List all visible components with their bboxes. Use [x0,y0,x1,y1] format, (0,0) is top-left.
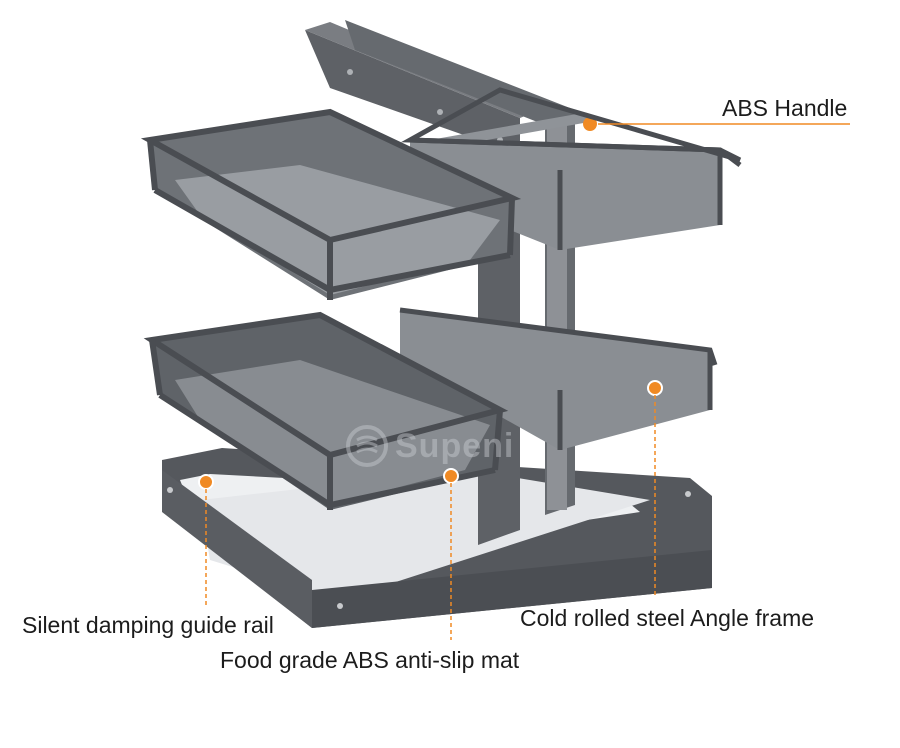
label-guide-rail: Silent damping guide rail [22,612,274,638]
lower-front-shelf [143,311,509,510]
logo-mark-icon [346,425,388,467]
back-lower-shelf [399,307,718,450]
label-anti-slip-mat: Food grade ABS anti-slip mat [220,647,520,673]
watermark-text: Supeni [395,426,515,465]
callout-anti-slip-mat [443,468,459,640]
callout-angle-frame [647,380,663,598]
back-upper-shelf [400,87,742,250]
watermark: Supeni [345,424,514,468]
label-angle-frame: Cold rolled steel Angle frame [520,605,815,631]
upper-front-shelf [140,108,522,300]
callout-guide-rail [198,474,214,605]
label-abs-handle: ABS Handle [722,95,848,121]
